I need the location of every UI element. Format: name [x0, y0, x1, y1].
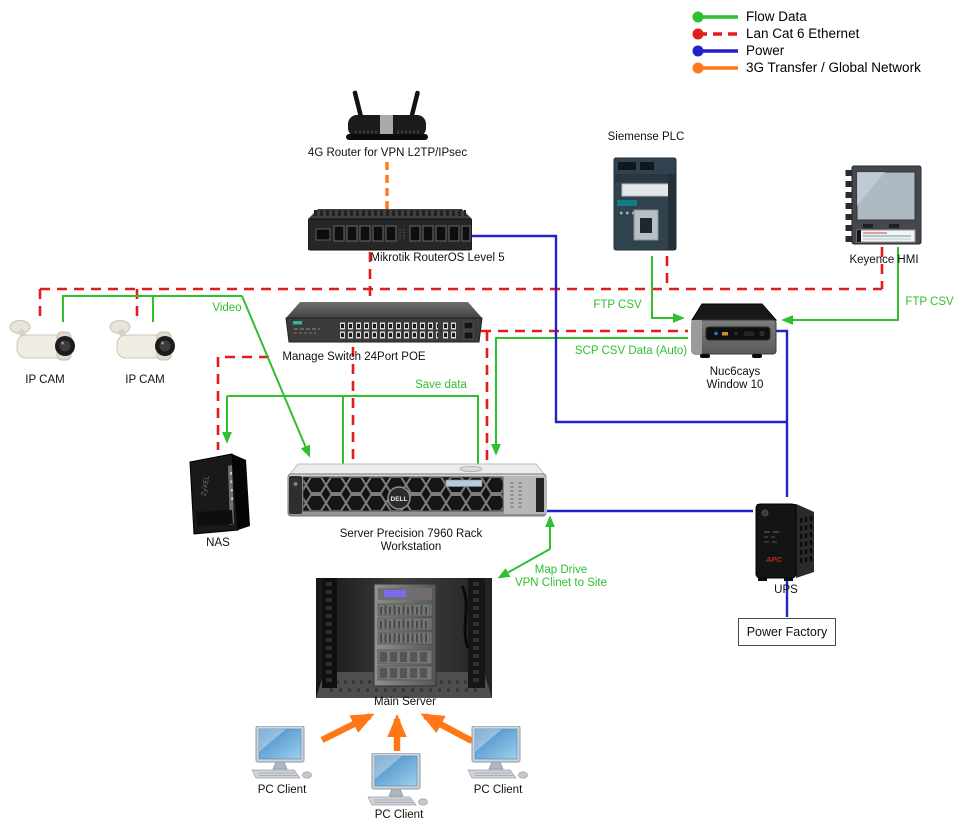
dell-logo-text: DELL [391, 496, 408, 503]
main-server-photo [316, 578, 492, 698]
switch-label: Manage Switch 24Port POE [282, 351, 426, 363]
legend-item-lan: Lan Cat 6 Ethernet [690, 25, 921, 42]
annotation-map-drive-line1: Map Drive [534, 564, 588, 576]
flow-data-line-icon [692, 11, 738, 22]
ups-icon: APC [755, 503, 814, 581]
nuc-label: Nuc6cays Window 10 [685, 366, 785, 392]
nuc-mini-pc-icon [691, 303, 778, 358]
siemens-plc-icon [613, 157, 677, 251]
nas-logo-text: ZyXEL [201, 475, 212, 497]
pc-client-3-label: PC Client [473, 784, 523, 796]
ups-label: UPS [774, 584, 798, 596]
annotation-scp-csv: SCP CSV Data (Auto) [574, 345, 688, 357]
annotation-video: Video [212, 302, 242, 314]
keyence-hmi-icon [845, 165, 922, 245]
power-lines [471, 234, 789, 617]
transfer-line-icon [692, 62, 738, 73]
mikrotik-label: Mikrotik RouterOS Level 5 [370, 252, 505, 264]
flow-data-lines [62, 247, 899, 579]
ip-camera-icon [9, 320, 75, 361]
siemens-plc-label: Siemense PLC [607, 131, 685, 143]
lan-cat6-lines [38, 247, 884, 475]
ip-cam-1-label: IP CAM [25, 374, 65, 386]
4g-router-icon [346, 90, 428, 140]
legend-item-power: Power [690, 42, 921, 59]
legend-item-transfer: 3G Transfer / Global Network [690, 59, 921, 76]
ip-camera-icon [109, 320, 175, 361]
annotation-ftp-csv-left: FTP CSV [593, 299, 642, 311]
pc-client-1-label: PC Client [257, 784, 307, 796]
managed-switch-icon [285, 302, 483, 343]
nuc-label-line1: Nuc6cays [709, 366, 761, 378]
legend-item-flow-data: Flow Data [690, 8, 921, 25]
pc-client-2-label: PC Client [374, 809, 424, 821]
legend-label: 3G Transfer / Global Network [746, 60, 921, 75]
keyence-hmi-label: Keyence HMI [849, 254, 919, 266]
lan-line-icon [692, 28, 738, 39]
power-factory-box: Power Factory [738, 618, 836, 646]
mikrotik-router-icon [308, 209, 472, 251]
nuc-label-line2: Window 10 [706, 379, 764, 391]
dell-rack-server-icon: DELL [287, 463, 547, 517]
power-factory-label: Power Factory [746, 625, 828, 639]
main-server-label: Main Server [374, 696, 436, 708]
annotation-map-drive-line2: VPN Clinet to Site [514, 577, 608, 589]
legend-label: Lan Cat 6 Ethernet [746, 26, 860, 41]
4g-router-label: 4G Router for VPN L2TP/IPsec [307, 147, 468, 159]
pc-client-icon [367, 753, 428, 806]
legend: Flow Data Lan Cat 6 Ethernet Power 3G Tr… [690, 8, 921, 76]
pc-client-icon [467, 726, 528, 779]
dell-server-label: Server Precision 7960 Rack Workstation [339, 528, 483, 553]
nas-icon: ZyXEL [189, 453, 250, 535]
annotation-map-drive: Map Drive VPN Clinet to Site [505, 564, 617, 590]
nas-label: NAS [206, 537, 230, 549]
power-line-icon [692, 45, 738, 56]
legend-label: Flow Data [746, 9, 807, 24]
annotation-save-data: Save data [415, 379, 467, 391]
pc-client-icon [251, 726, 312, 779]
annotation-ftp-csv-right: FTP CSV [905, 296, 954, 308]
apc-logo-text: APC [765, 555, 782, 564]
ip-cam-2-label: IP CAM [125, 374, 165, 386]
legend-label: Power [746, 43, 785, 58]
transfer-lines [320, 162, 474, 751]
